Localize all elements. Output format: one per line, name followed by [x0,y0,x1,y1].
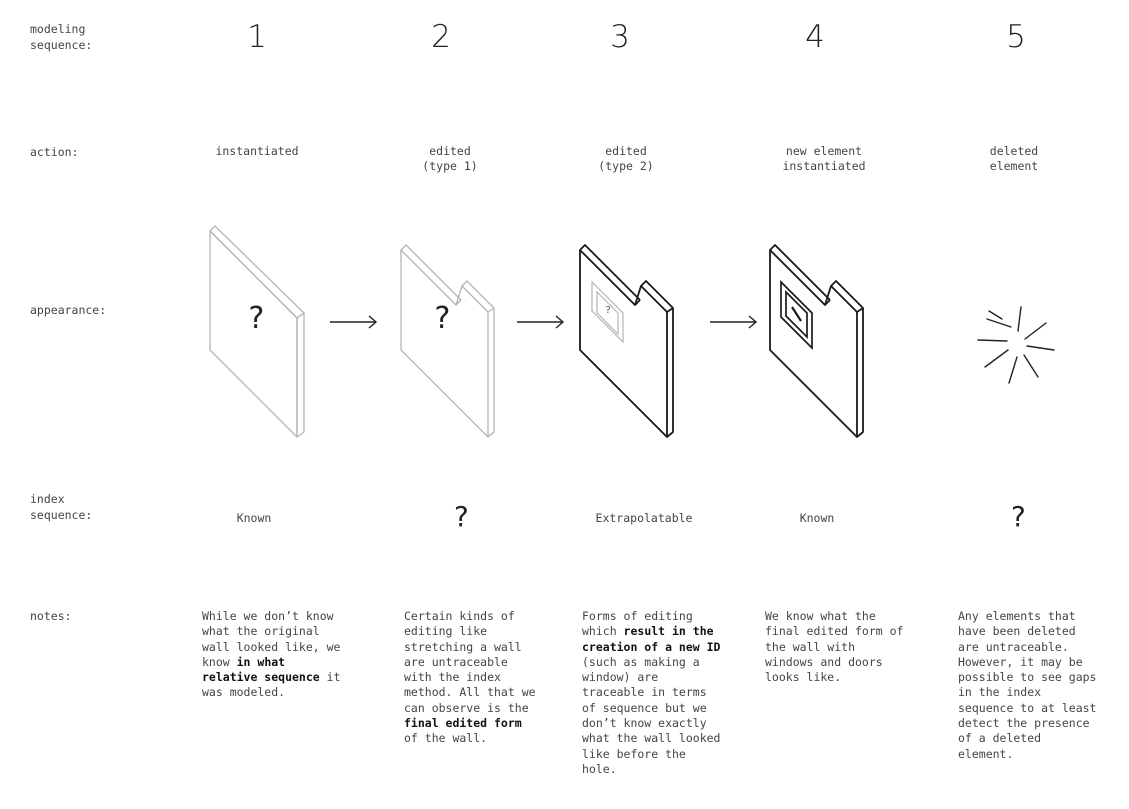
action-1: instantiated [215,144,299,158]
row-label-index-sequence: index sequence: [30,492,93,522]
right-arrow-icon [330,315,378,329]
step-number-1: 1 [247,19,267,55]
burst-icon [977,306,1055,384]
wall-4-drawing [769,244,864,438]
right-arrow-icon [517,315,565,329]
index-4: Known [799,511,835,525]
index-2: ? [452,500,470,533]
step-number-3: 3 [610,19,630,55]
row-label-notes: notes: [30,609,72,623]
index-3: Extrapolatable [595,511,693,525]
note-emphasis: final edited form [404,716,522,731]
step-number-5: 5 [1006,19,1026,55]
note-3: Forms of editing which result in the cre… [582,609,722,777]
wall-3-drawing [579,244,674,438]
index-5: ? [1009,500,1027,533]
note-emphasis: result in the creation of a new ID [582,624,721,654]
row-label-modeling-sequence: modeling sequence: [30,22,93,52]
window-icon [780,279,813,351]
right-arrow-icon [710,315,758,329]
wall-2-drawing [400,244,495,438]
wall-1-question-mark: ? [246,301,266,336]
window-3-placeholder [591,280,624,344]
step-number-2: 2 [431,19,451,55]
note-4: We know what the final edited form of th… [765,609,905,685]
row-label-appearance: appearance: [30,303,107,317]
note-text: it was modeled. [202,670,341,700]
row-label-action: action: [30,145,79,159]
note-1: While we don’t know what the original wa… [202,609,342,701]
note-2: Certain kinds of editing like stretching… [404,609,540,747]
window-3-question-mark: ? [604,305,612,316]
action-3: edited (type 2) [598,144,654,173]
step-number-4: 4 [805,19,825,55]
action-5: deleted element [989,144,1039,173]
note-text: Certain kinds of editing like stretching… [404,609,536,715]
note-emphasis: in what relative sequence [202,654,320,685]
wall-2-question-mark: ? [432,301,452,336]
wall-1-drawing [209,225,305,438]
note-text: of the wall. [404,731,488,746]
index-1: Known [236,511,272,525]
note-text: While we don’t know what the original wa… [202,609,341,669]
action-4: new element instantiated [782,144,866,173]
note-text: We know what the final edited form of th… [765,609,904,685]
note-text: (such as making a window) are traceable … [582,654,721,776]
action-2: edited (type 1) [422,144,478,173]
note-text: Any elements that have been deleted are … [958,609,1097,761]
note-text: Forms of editing which [582,609,693,639]
note-5: Any elements that have been deleted are … [958,609,1098,762]
